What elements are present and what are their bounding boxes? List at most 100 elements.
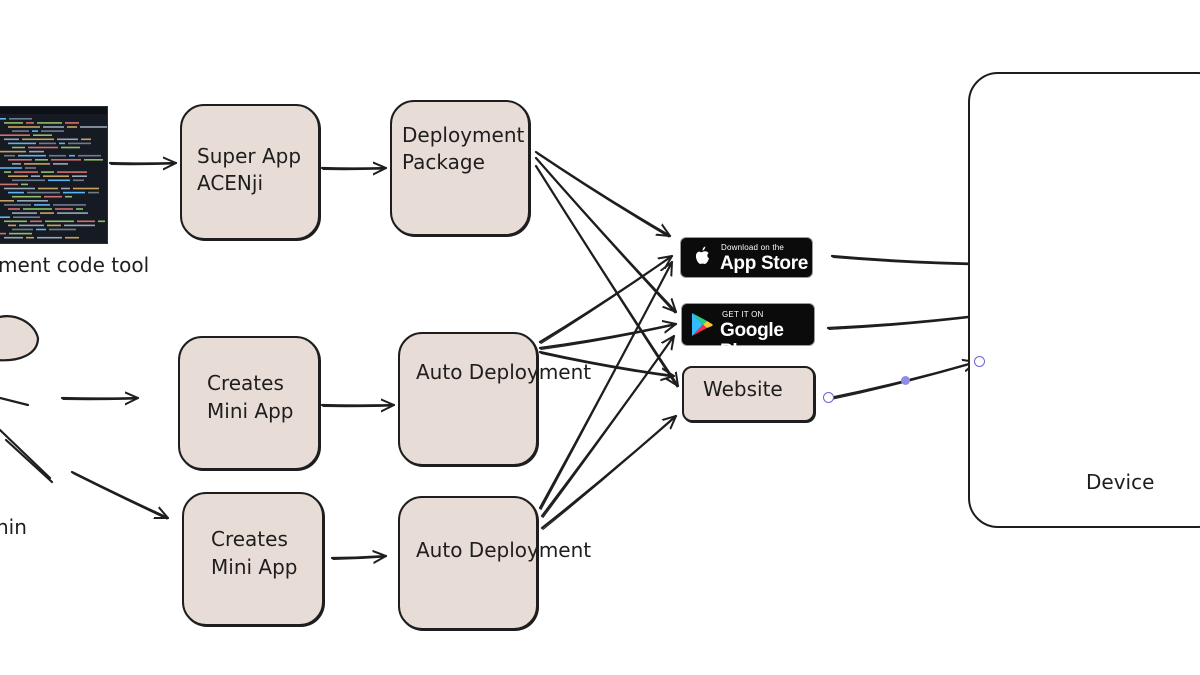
code-line-segment — [12, 146, 25, 149]
code-line-segment — [40, 212, 54, 214]
code-line-segment — [38, 187, 58, 190]
code-line-segment — [61, 146, 80, 149]
auto-deployment-node-2[interactable] — [398, 496, 538, 630]
arrow-start-handle[interactable] — [823, 392, 834, 403]
code-line-segment — [27, 191, 60, 194]
mini-app-2-label-line2: Mini App — [211, 555, 298, 579]
code-line-segment — [63, 191, 85, 194]
arrow-miniapp1-to-auto1-sketch — [322, 405, 394, 408]
arrow-auto2-to-website[interactable] — [540, 414, 678, 530]
apple-icon — [695, 246, 709, 264]
code-line-segment — [0, 118, 6, 120]
admin-label: nin — [0, 515, 27, 539]
arrow-miniapp1-to-auto1[interactable] — [320, 405, 396, 406]
arrow-code-to-superapp-sketch — [110, 163, 176, 166]
arrow-miniapp2-to-auto2[interactable] — [330, 556, 388, 558]
arrow-googleplay-to-device-sketch — [828, 315, 984, 331]
code-line-segment — [30, 220, 42, 223]
super-app-node[interactable] — [180, 104, 320, 240]
code-line-segment — [8, 208, 20, 210]
arrow-googleplay-to-device[interactable] — [826, 315, 986, 330]
code-line-segment — [65, 122, 79, 124]
code-line-segment — [29, 150, 44, 153]
code-line-segment — [0, 134, 30, 136]
arrow-auto1-to-website[interactable] — [538, 350, 676, 376]
code-lines-icon — [0, 107, 107, 239]
code-line-segment — [55, 208, 73, 210]
arrow-admin-to-miniapp2-sketch — [72, 472, 168, 520]
code-line-segment — [81, 138, 91, 141]
arrow-admin-to-miniapp1[interactable] — [60, 398, 140, 399]
arrow-superapp-to-package[interactable] — [320, 168, 388, 169]
code-line-segment — [84, 159, 103, 161]
arrow-package-to-googleplay[interactable] — [534, 156, 678, 314]
arrow-package-to-website-sketch — [536, 166, 678, 388]
code-line-segment — [51, 159, 81, 161]
code-line-segment — [12, 163, 21, 165]
code-line-segment — [0, 232, 6, 235]
arrow-package-to-googleplay-sketch — [536, 158, 676, 314]
arrow-admin-to-miniapp2[interactable] — [70, 470, 170, 520]
code-line-segment — [4, 171, 11, 173]
mini-app-1-label-line2: Mini App — [207, 399, 294, 423]
code-line-segment — [8, 159, 32, 161]
code-line-segment — [8, 224, 16, 227]
website-node[interactable] — [682, 366, 815, 422]
arrow-auto2-to-googleplay-sketch — [542, 336, 674, 519]
code-line-segment — [12, 195, 41, 198]
code-line-segment — [8, 126, 40, 128]
app-store-badge[interactable]: Download on the App Store — [680, 237, 813, 278]
arrow-auto1-to-googleplay[interactable] — [538, 324, 678, 350]
code-line-segment — [78, 154, 101, 157]
code-line-segment — [4, 187, 35, 190]
super-app-label-line1: Super App — [197, 144, 302, 168]
auto-deployment-2-label: Auto Deployment — [416, 538, 592, 562]
mini-app-node-1[interactable] — [178, 336, 320, 470]
code-line-segment — [0, 150, 26, 153]
code-line-segment — [49, 228, 76, 231]
code-line-segment — [9, 118, 32, 120]
code-line-segment — [26, 122, 34, 124]
code-line-segment — [45, 220, 74, 223]
code-line-segment — [8, 175, 28, 177]
code-line-segment — [4, 154, 15, 157]
device-frame[interactable] — [968, 72, 1200, 528]
code-line-segment — [0, 183, 18, 186]
deployment-package-label-line2: Package — [402, 150, 485, 174]
code-line-segment — [25, 167, 36, 169]
code-line-segment — [41, 130, 64, 132]
arrow-package-to-appstore[interactable] — [534, 150, 672, 238]
code-line-segment — [37, 122, 62, 124]
code-line-segment — [4, 122, 23, 124]
arrow-auto1-to-googleplay-sketch — [540, 324, 676, 351]
code-line-segment — [21, 183, 28, 186]
code-line-segment — [13, 216, 40, 218]
code-line-segment — [22, 138, 54, 141]
code-line-segment — [57, 171, 87, 173]
arrow-superapp-to-package-sketch — [322, 168, 386, 171]
code-line-segment — [28, 146, 58, 149]
auto-deployment-node-1[interactable] — [398, 332, 538, 466]
arrow-end-handle[interactable] — [974, 356, 985, 367]
code-line-segment — [12, 130, 29, 132]
code-line-segment — [4, 236, 23, 239]
auto-deployment-1-label: Auto Deployment — [416, 360, 592, 384]
google-play-badge[interactable]: GET IT ON Google Play — [681, 303, 815, 362]
code-line-segment — [12, 228, 33, 231]
code-line-segment — [34, 204, 50, 206]
deployment-package-node[interactable] — [390, 100, 530, 236]
code-editor-screenshot — [0, 106, 108, 244]
mini-app-node-2[interactable] — [182, 492, 324, 626]
code-line-segment — [17, 200, 48, 202]
arrow-code-to-superapp[interactable] — [108, 163, 178, 164]
code-line-segment — [57, 138, 78, 141]
code-line-segment — [31, 175, 40, 177]
code-line-segment — [88, 191, 99, 194]
arrow-midpoint-handle[interactable] — [901, 376, 910, 385]
code-line-segment — [12, 179, 45, 182]
code-line-segment — [57, 212, 88, 214]
code-line-segment — [69, 154, 75, 157]
code-line-segment — [39, 142, 56, 145]
code-line-segment — [65, 236, 79, 239]
